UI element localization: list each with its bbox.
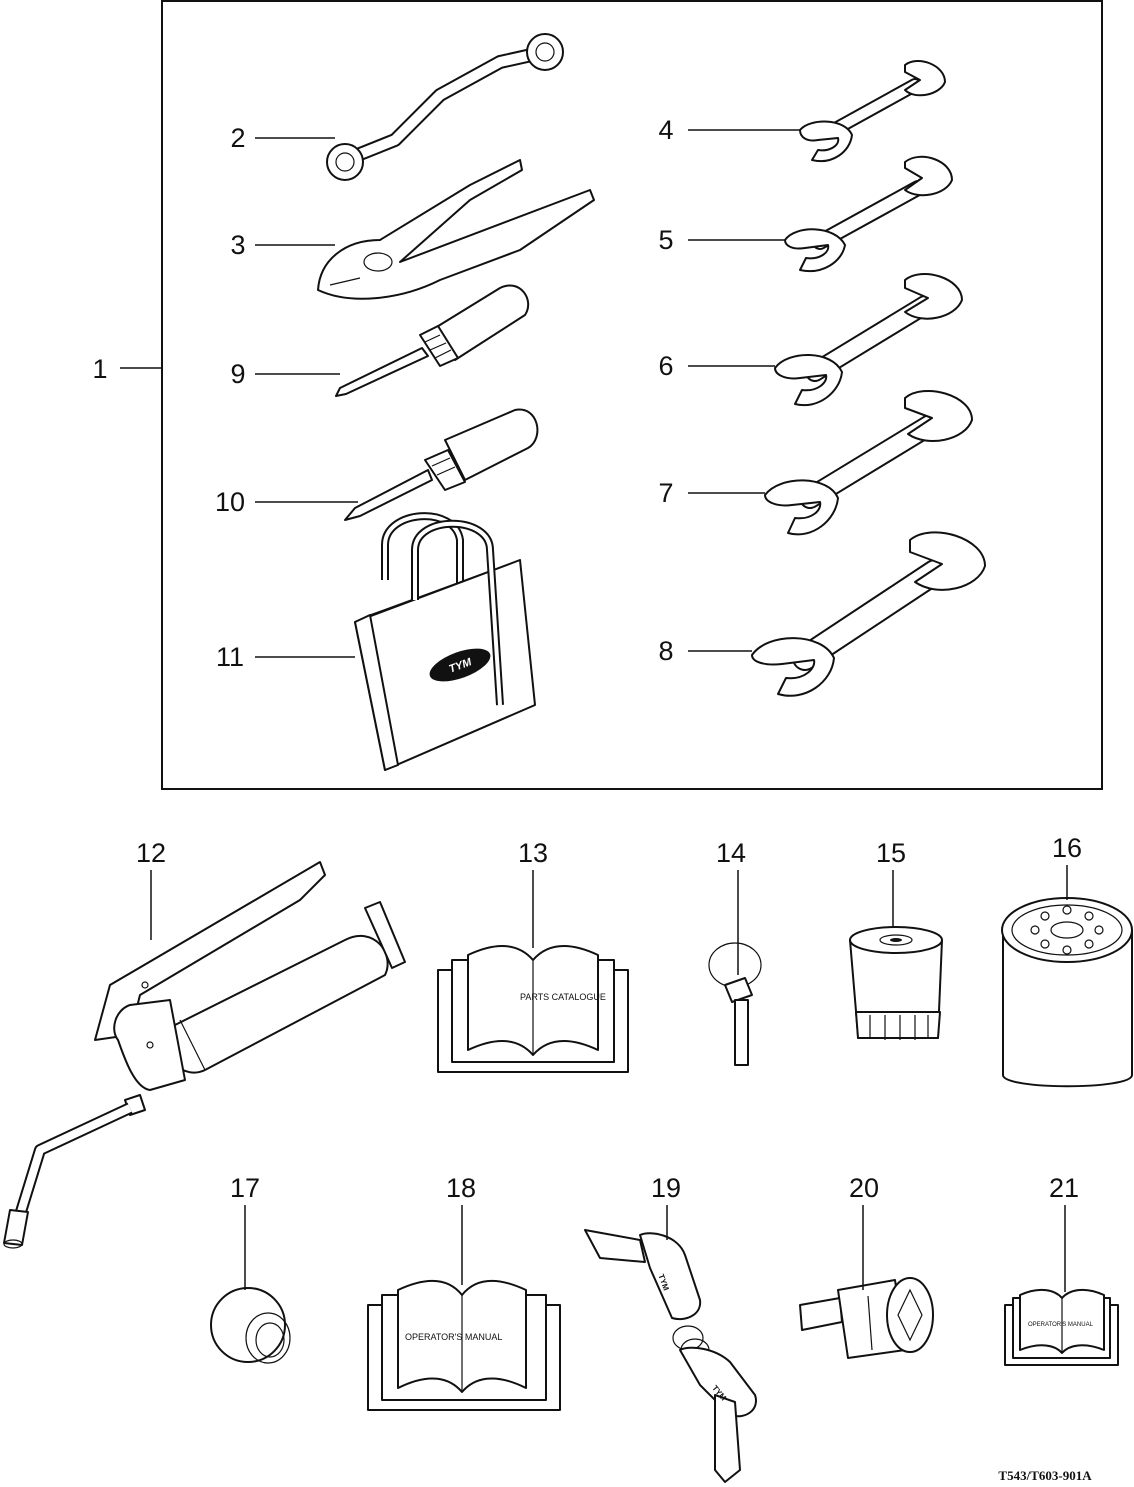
callout-11: 11	[216, 642, 244, 672]
callout-2: 2	[230, 123, 245, 153]
oil-filter-icon	[1001, 897, 1133, 1088]
callout-12: 12	[136, 838, 166, 868]
lynch-pin-icon	[708, 942, 762, 1066]
fuel-filter-icon	[849, 926, 943, 1040]
callout-19: 19	[651, 1173, 681, 1203]
callout-5: 5	[658, 225, 673, 255]
callout-1: 1	[92, 354, 107, 384]
callout-4: 4	[658, 115, 673, 145]
callout-17: 17	[230, 1173, 260, 1203]
callout-8: 8	[658, 636, 673, 666]
figure-code: T543/T603-901A	[998, 1468, 1092, 1483]
callout-6: 6	[658, 351, 673, 381]
spanner-8-icon	[751, 531, 986, 697]
small-manual-title: OPERATOR'S MANUAL	[1028, 1322, 1094, 1328]
small-manual-book-icon	[1004, 1288, 1119, 1366]
ball-knob-icon	[210, 1287, 291, 1364]
callout-3: 3	[230, 230, 245, 260]
callout-9: 9	[230, 359, 245, 389]
operators-manual-title: OPERATOR'S MANUAL	[405, 1332, 502, 1342]
callout-13: 13	[518, 838, 548, 868]
pliers-icon	[317, 159, 595, 300]
callout-18: 18	[446, 1173, 476, 1203]
operators-manual-book-icon	[367, 1279, 561, 1411]
spanner-5-icon	[784, 155, 953, 273]
parts-catalogue-book-icon	[437, 944, 629, 1073]
parts-catalogue-title: PARTS CATALOGUE	[520, 992, 606, 1002]
grease-gun-icon	[3, 861, 406, 1249]
phillips-screwdriver-icon	[335, 284, 530, 397]
callout-21: 21	[1049, 1173, 1079, 1203]
callout-20: 20	[849, 1173, 879, 1203]
key-set-icon	[584, 1229, 757, 1483]
spanner-7-icon	[764, 389, 973, 536]
ring-spanner-icon	[326, 33, 564, 181]
callout-16: 16	[1052, 833, 1082, 863]
flat-screwdriver-icon	[344, 408, 539, 521]
callout-14: 14	[716, 838, 746, 868]
spanner-6-icon	[774, 272, 963, 407]
callout-7: 7	[658, 478, 673, 508]
tool-kit-frame	[161, 0, 1103, 790]
spanner-4-icon	[799, 60, 946, 163]
callout-10: 10	[215, 487, 245, 517]
callout-15: 15	[876, 838, 906, 868]
socket-adapter-icon	[799, 1277, 934, 1359]
tool-bag-icon	[354, 512, 536, 771]
